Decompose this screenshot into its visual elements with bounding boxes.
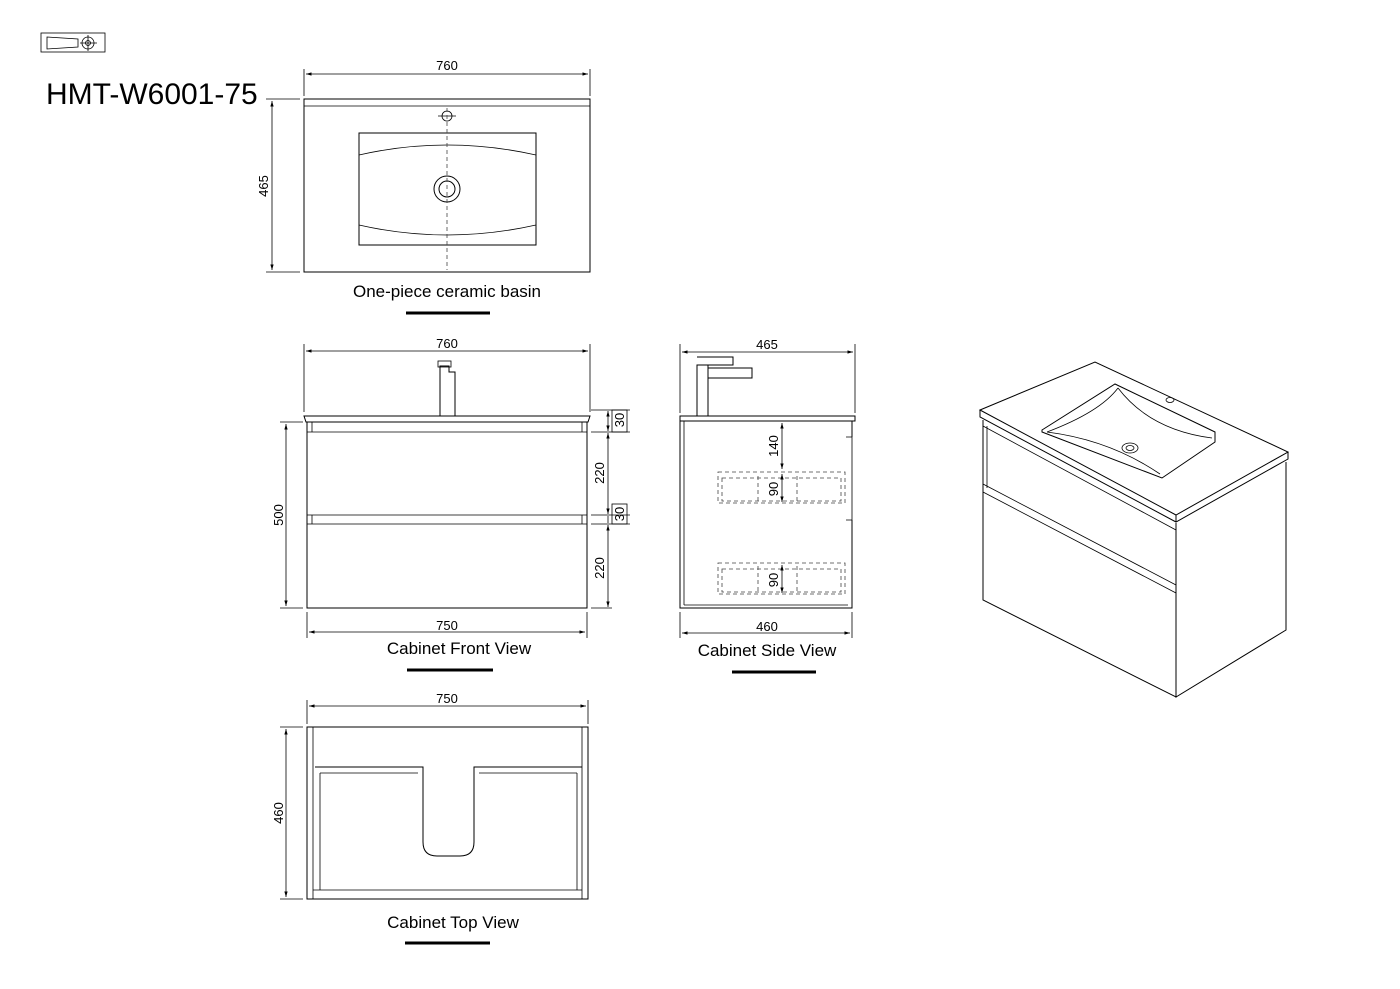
cabinet-top-view: 750 460 Cabinet Top View xyxy=(271,691,589,945)
front-bottom-width-dim: 750 xyxy=(436,618,458,633)
model-title: HMT-W6001-75 xyxy=(46,78,258,111)
side-top-depth-dim: 465 xyxy=(756,337,778,352)
front-dim-2: 220 xyxy=(592,462,607,484)
basin-top-view: 760 465 One-piece ceramic basin xyxy=(256,58,591,315)
front-top-width-dim: 760 xyxy=(436,336,458,351)
cabinet-isometric-view xyxy=(978,361,1290,698)
basin-caption: One-piece ceramic basin xyxy=(353,282,541,301)
front-caption: Cabinet Front View xyxy=(387,639,532,658)
side-dim-2: 90 xyxy=(766,482,781,496)
side-dim-1: 140 xyxy=(766,435,781,457)
third-angle-projection-icon xyxy=(40,32,106,53)
cabinet-front-view: 760 500 30 220 30 220 750 Cabinet Front … xyxy=(271,336,630,672)
top-caption: Cabinet Top View xyxy=(387,913,519,932)
front-dim-4: 220 xyxy=(592,557,607,579)
side-dim-3: 90 xyxy=(766,573,781,587)
cabinet-side-view: 140 90 90 465 460 Cabinet Side View xyxy=(679,337,856,674)
side-bottom-depth-dim: 460 xyxy=(756,619,778,634)
top-depth-dim: 460 xyxy=(271,802,286,824)
top-width-dim: 750 xyxy=(436,691,458,706)
basin-depth-dim: 465 xyxy=(256,175,271,197)
front-dim-1: 30 xyxy=(612,413,627,427)
front-height-dim: 500 xyxy=(271,504,286,526)
front-dim-3: 30 xyxy=(612,507,627,521)
side-caption: Cabinet Side View xyxy=(698,641,837,660)
basin-width-dim: 760 xyxy=(436,58,458,73)
